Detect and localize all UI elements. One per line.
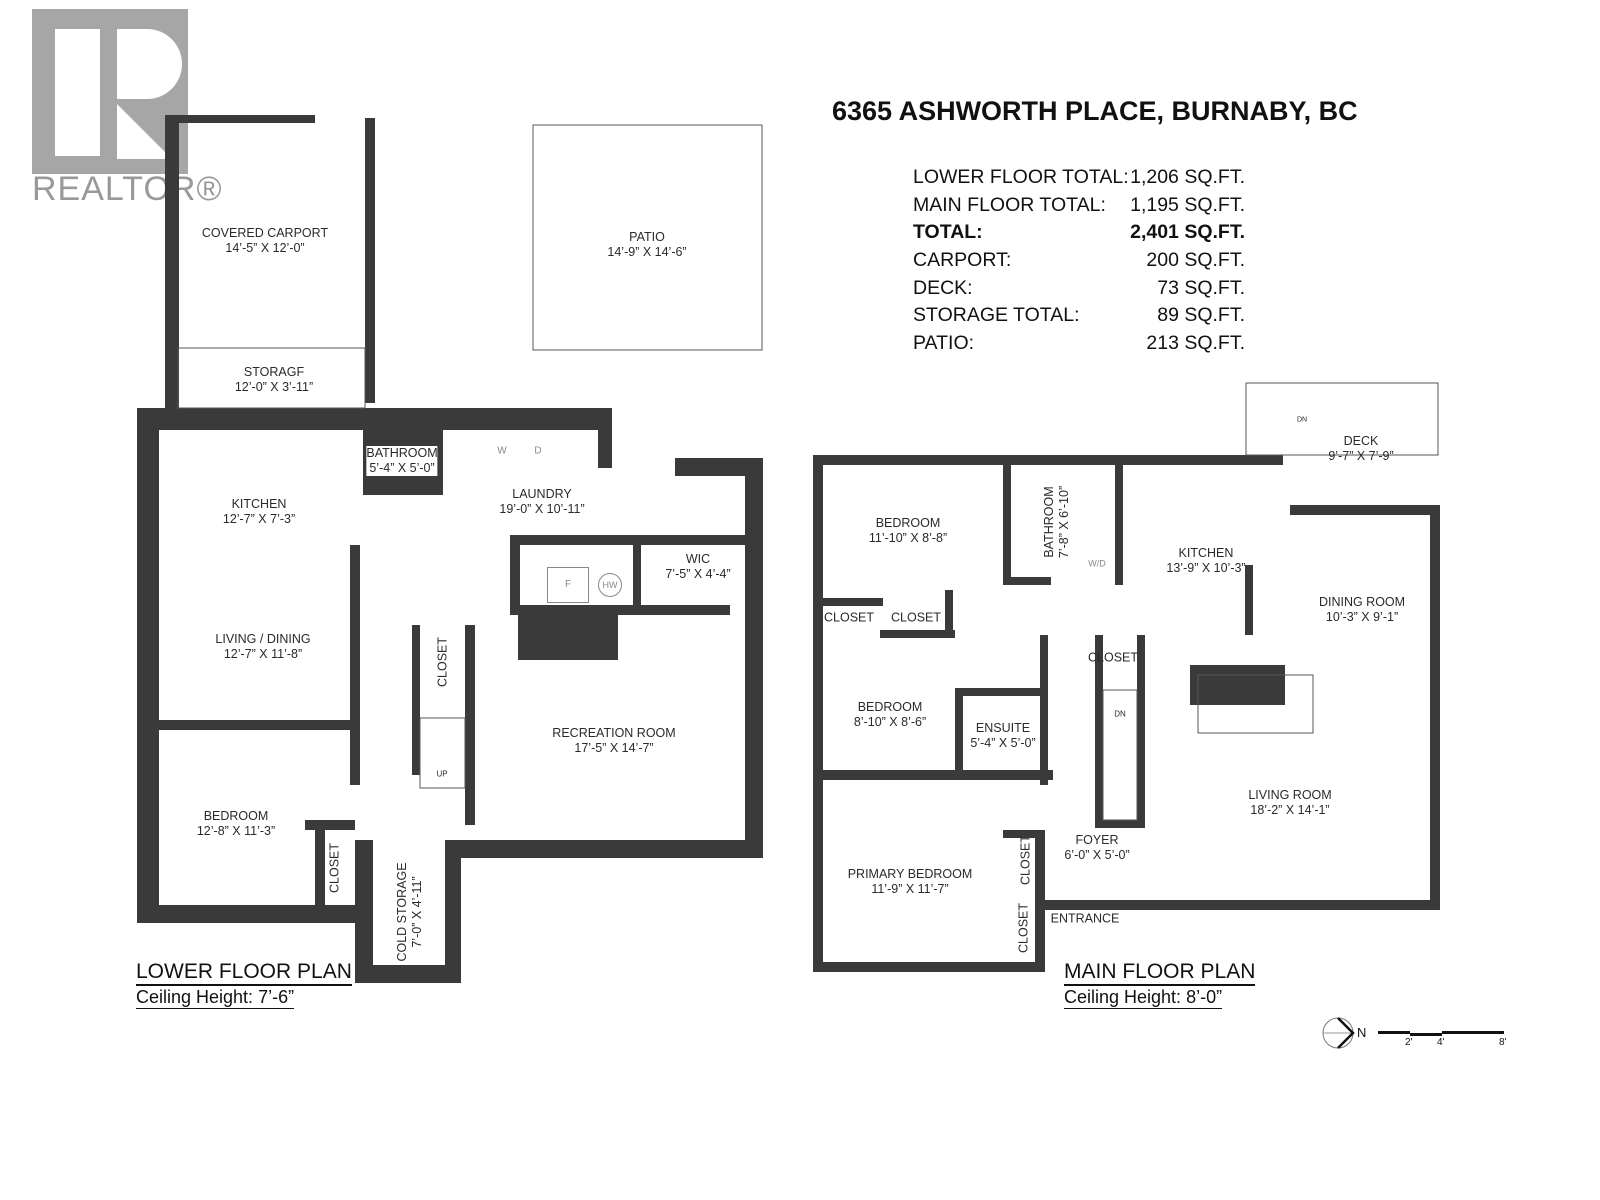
washer-icon: W xyxy=(497,445,507,457)
furnace-icon: F xyxy=(547,567,589,603)
area-row-total: TOTAL: 2,401 SQ.FT. xyxy=(913,219,1245,247)
area-row-lower: LOWER FLOOR TOTAL:1,206 SQ.FT. xyxy=(913,164,1245,192)
dryer-icon: D xyxy=(534,445,542,457)
area-summary-table: LOWER FLOOR TOTAL:1,206 SQ.FT. MAIN FLOO… xyxy=(913,164,1245,357)
entrance-label: ENTRANCE xyxy=(1050,911,1120,926)
area-label: PATIO: xyxy=(913,331,975,354)
north-arrow-scale-icon xyxy=(1322,1017,1504,1049)
stairs-down-label: DN xyxy=(1114,709,1126,719)
realtor-logo-text: REALTOR® xyxy=(32,170,223,208)
area-value: 1,206 SQ.FT. xyxy=(1130,166,1245,189)
walls xyxy=(137,115,1440,983)
area-label: LOWER FLOOR TOTAL: xyxy=(913,166,1129,189)
area-row-patio: PATIO: 213 SQ.FT. xyxy=(913,330,1245,358)
deck-stairs-down-label: DN xyxy=(1296,416,1308,424)
room-main-closet-2: CLOSET xyxy=(890,610,942,625)
area-value: 200 SQ.FT. xyxy=(1146,249,1245,272)
area-value: 89 SQ.FT. xyxy=(1157,304,1245,327)
area-row-storage: STORAGE TOTAL: 89 SQ.FT. xyxy=(913,302,1245,330)
area-label: STORAGE TOTAL: xyxy=(913,304,1080,327)
room-main-closet-1: CLOSET xyxy=(823,610,875,625)
washer-dryer-icon: W/D xyxy=(1088,558,1106,569)
area-value: 213 SQ.FT. xyxy=(1146,331,1245,354)
scale-tick-4: 4' xyxy=(1437,1037,1445,1048)
main-floor-title: MAIN FLOOR PLAN xyxy=(1064,960,1256,986)
area-row-deck: DECK: 73 SQ.FT. xyxy=(913,274,1245,302)
room-lower-closet: CLOSET xyxy=(435,636,450,688)
room-main-closet-3: CLOSET xyxy=(1087,650,1139,665)
area-value: 1,195 SQ.FT. xyxy=(1130,193,1245,216)
area-row-carport: CARPORT: 200 SQ.FT. xyxy=(913,247,1245,275)
area-value: 73 SQ.FT. xyxy=(1157,276,1245,299)
area-row-main: MAIN FLOOR TOTAL: 1,195 SQ.FT. xyxy=(913,192,1245,220)
realtor-logo-icon xyxy=(32,9,188,174)
stairs-up-label: UP xyxy=(436,769,448,779)
main-ceiling-height: Ceiling Height: 8’-0” xyxy=(1064,987,1223,1009)
room-main-closet-5: CLOSET xyxy=(1016,902,1031,954)
area-label: DECK: xyxy=(913,276,973,299)
area-value: 2,401 SQ.FT. xyxy=(1130,221,1245,244)
room-main-closet-4: CLOSET xyxy=(1018,834,1033,886)
north-label: N xyxy=(1357,1025,1367,1040)
area-label: MAIN FLOOR TOTAL: xyxy=(913,193,1106,216)
area-label: TOTAL: xyxy=(913,221,983,244)
scale-tick-8: 8' xyxy=(1499,1037,1507,1048)
property-address: 6365 ASHWORTH PLACE, BURNABY, BC xyxy=(832,96,1358,126)
area-label: CARPORT: xyxy=(913,249,1012,272)
lower-ceiling-height: Ceiling Height: 7’-6” xyxy=(136,987,295,1009)
hot-water-tank-icon: HW xyxy=(598,573,622,597)
room-lower-bedroom-closet: CLOSET xyxy=(327,842,342,894)
outlines xyxy=(177,124,1439,821)
lower-floor-title: LOWER FLOOR PLAN xyxy=(136,960,352,986)
scale-tick-2: 2' xyxy=(1405,1037,1413,1048)
